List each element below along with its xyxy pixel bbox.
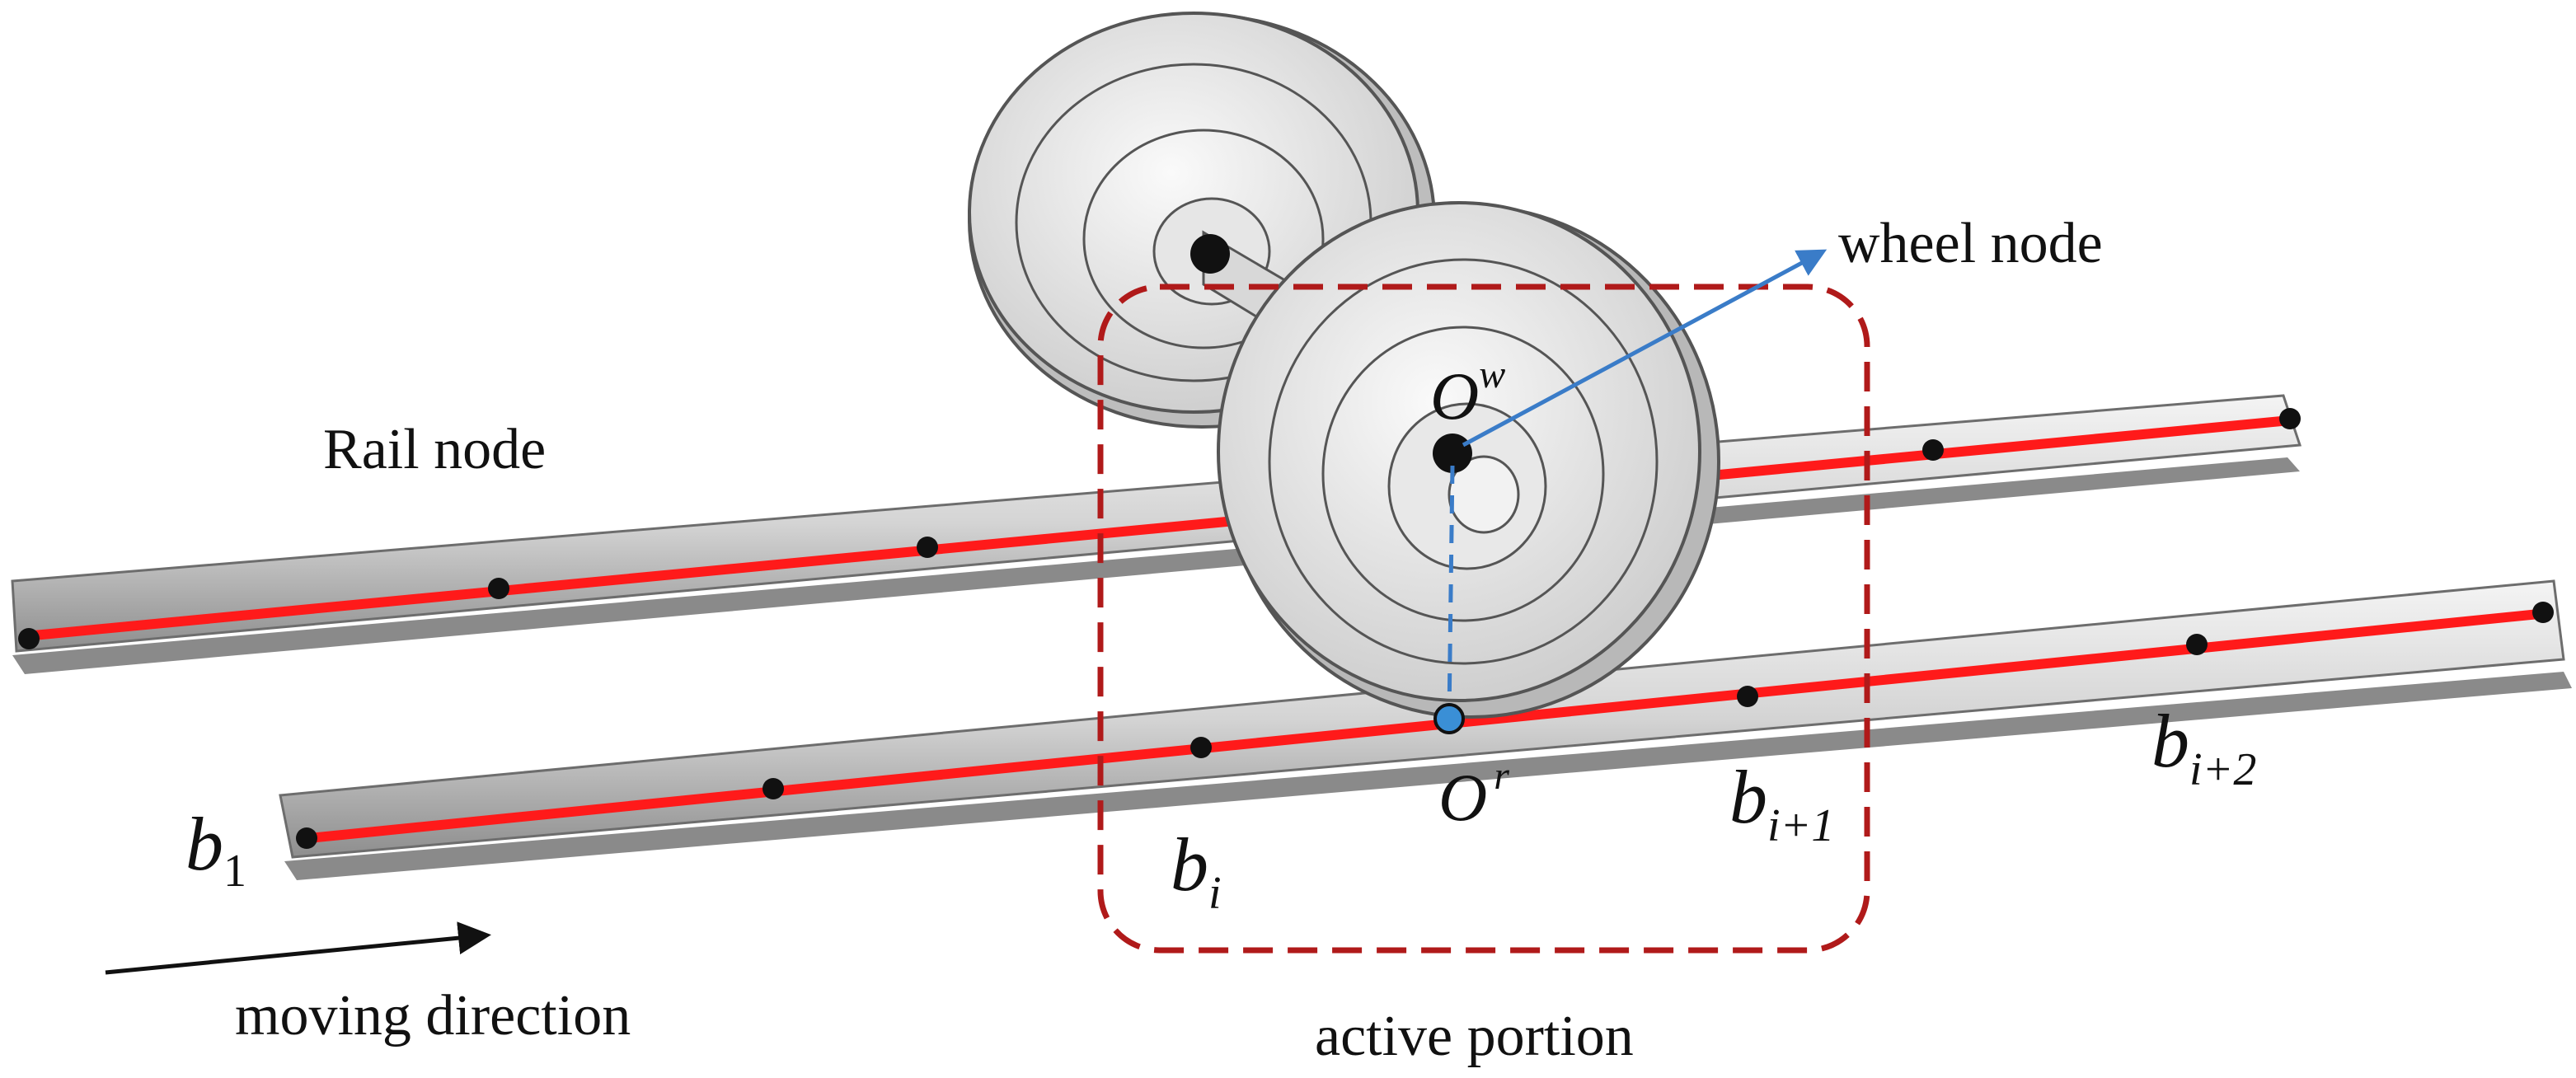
active-portion-box bbox=[1097, 284, 1870, 954]
front-rail-node bbox=[762, 778, 784, 799]
wheel-center-label: Ow bbox=[1430, 353, 1505, 434]
wheel-node-pointer bbox=[1462, 249, 1828, 448]
back-rail-foot bbox=[12, 457, 2300, 674]
bi-sub: i bbox=[1208, 868, 1222, 919]
bi2-base: b bbox=[2151, 699, 2189, 783]
node-label-b1: b1 bbox=[185, 802, 246, 897]
wheel-node-label: wheel node bbox=[1838, 212, 2103, 275]
back-rail-node bbox=[18, 628, 40, 649]
wheelset bbox=[968, 12, 1720, 719]
b1-base: b bbox=[185, 802, 223, 886]
back-rail-node bbox=[1922, 439, 1944, 461]
moving-direction-arrow bbox=[105, 921, 491, 975]
back-wheel-node bbox=[1190, 234, 1230, 274]
wheel-center-sup: w bbox=[1479, 353, 1505, 396]
back-rail-node bbox=[917, 537, 938, 558]
rail-node-label: Rail node bbox=[323, 418, 546, 481]
moving-direction-label: moving direction bbox=[235, 984, 631, 1048]
front-rail-node bbox=[2532, 602, 2554, 623]
active-portion-label: active portion bbox=[1315, 1005, 1634, 1068]
node-label-bi1: bi+1 bbox=[1729, 755, 1834, 851]
front-rail-node bbox=[296, 827, 317, 849]
node-label-bi: bi bbox=[1171, 823, 1222, 919]
back-rail-node bbox=[2279, 408, 2301, 429]
wheel-rail-link bbox=[1447, 465, 1455, 718]
front-rail bbox=[279, 579, 2572, 880]
front-rail-node bbox=[2186, 634, 2208, 655]
bi1-sub: i+1 bbox=[1767, 800, 1834, 851]
contact-node bbox=[1433, 703, 1465, 734]
b1-sub: 1 bbox=[223, 846, 246, 897]
back-rail-node bbox=[488, 578, 509, 599]
front-rail-node bbox=[1190, 737, 1212, 758]
bi-base: b bbox=[1171, 823, 1208, 907]
front-rail-foot bbox=[284, 672, 2572, 880]
back-rail-center-line bbox=[24, 415, 2291, 641]
wheel-center-base: O bbox=[1430, 359, 1479, 434]
front-rail-node bbox=[1737, 686, 1758, 707]
bi2-sub: i+2 bbox=[2189, 744, 2256, 795]
contact-point-sup: r bbox=[1494, 754, 1509, 798]
bi1-base: b bbox=[1729, 755, 1767, 839]
front-rail-center-line bbox=[300, 608, 2548, 844]
contact-point-base: O bbox=[1438, 760, 1487, 835]
node-label-bi2: bi+2 bbox=[2151, 699, 2256, 795]
